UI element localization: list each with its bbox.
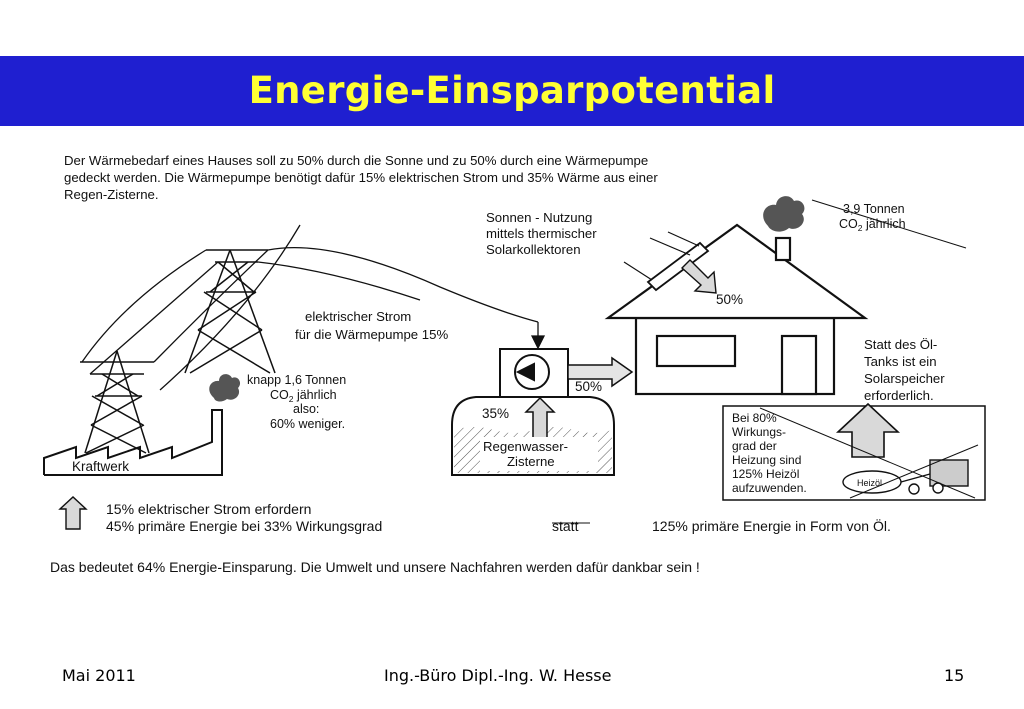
kraftwerk-co2-line-3: also: — [293, 402, 319, 416]
footer-page-number: 15 — [944, 666, 965, 685]
heating-box-line-6: aufzuwenden. — [732, 481, 807, 495]
heating-box-line-3: grad der — [732, 439, 777, 453]
heating-box-line-1: Bei 80% — [732, 411, 777, 425]
house-co2-strike — [811, 199, 967, 249]
heating-box-line-5: 125% Heizöl — [732, 467, 799, 481]
kraftwerk-co2-line-1: knapp 1,6 Tonnen — [247, 373, 346, 387]
strom-label-line-2: für die Wärmepumpe 15% — [295, 327, 448, 342]
pump-heat-arrow — [567, 356, 634, 388]
conclusion-text: Das bedeutet 64% Energie-Einsparung. Die… — [50, 559, 700, 575]
intro-line-2: gedeckt werden. Die Wärmepumpe benötigt … — [64, 170, 658, 185]
cistern-percent: 35% — [482, 406, 509, 421]
heating-up-arrow — [835, 402, 901, 458]
pylon-right-icon — [184, 249, 276, 374]
solar-pointer-lines — [623, 231, 700, 281]
kraftwerk-co2-line-2: CO2 jährlich — [270, 388, 337, 404]
heating-box-line-2: Wirkungs- — [732, 425, 786, 439]
cistern-label-line-1: Regenwasser- — [483, 439, 568, 454]
intro-line-1: Der Wärmebedarf eines Hauses soll zu 50%… — [64, 153, 648, 168]
oil-note-line-3: Solarspeicher — [864, 371, 945, 386]
solar-label-line-1: Sonnen - Nutzung — [486, 210, 592, 225]
intro-line-3: Regen-Zisterne. — [64, 187, 159, 202]
bottom-right-text: 125% primäre Energie in Form von Öl. — [652, 517, 891, 534]
kraftwerk-building — [43, 409, 223, 476]
cistern-up-arrow — [524, 396, 556, 441]
power-lines — [81, 224, 546, 391]
oil-note-line-2: Tanks ist ein — [864, 354, 937, 369]
bottom-left-line-2: 45% primäre Energie bei 33% Wirkungsgrad — [106, 518, 382, 534]
solar-percent: 50% — [716, 292, 743, 307]
pylon-left-icon — [80, 350, 154, 454]
heating-strike-lines — [759, 407, 979, 499]
house — [604, 223, 869, 396]
strom-label-line-1: elektrischer Strom — [305, 309, 411, 324]
title-bar: Energie-Einsparpotential — [0, 56, 1024, 126]
legend-up-arrow — [58, 496, 88, 530]
oil-note-line-1: Statt des Öl- — [864, 337, 937, 352]
oil-note-line-4: erforderlich. — [864, 388, 934, 403]
solar-label-line-3: Solarkollektoren — [486, 242, 581, 257]
kraftwerk-label: Kraftwerk — [72, 459, 129, 474]
solar-collector-icon — [646, 241, 710, 292]
footer-author: Ing.-Büro Dipl.-Ing. W. Hesse — [384, 666, 612, 685]
heating-box-line-4: Heizung sind — [732, 453, 801, 467]
oil-tank-icon — [842, 459, 969, 495]
kraftwerk-co2-line-4: 60% weniger. — [270, 417, 345, 431]
house-smoke-icon — [763, 196, 805, 232]
cistern-label-line-2: Zisterne — [507, 454, 555, 469]
bottom-left-line-1: 15% elektrischer Strom erfordern — [106, 501, 311, 517]
house-co2-line-1: 3,9 Tonnen — [843, 202, 905, 216]
heat-pump-icon — [499, 348, 569, 398]
footer-date: Mai 2011 — [62, 666, 136, 685]
cistern-label-bg — [480, 437, 598, 471]
statt-label: statt — [552, 518, 579, 534]
heizoel-label: Heizöl — [857, 478, 882, 488]
house-co2-line-2: CO2 jährlich — [839, 217, 906, 233]
solar-label-line-2: mittels thermischer — [486, 226, 597, 241]
kraftwerk-smoke-icon — [209, 374, 241, 402]
slide-title: Energie-Einsparpotential — [248, 69, 776, 112]
solar-heat-arrow — [680, 259, 717, 294]
pump-percent: 50% — [575, 379, 602, 394]
